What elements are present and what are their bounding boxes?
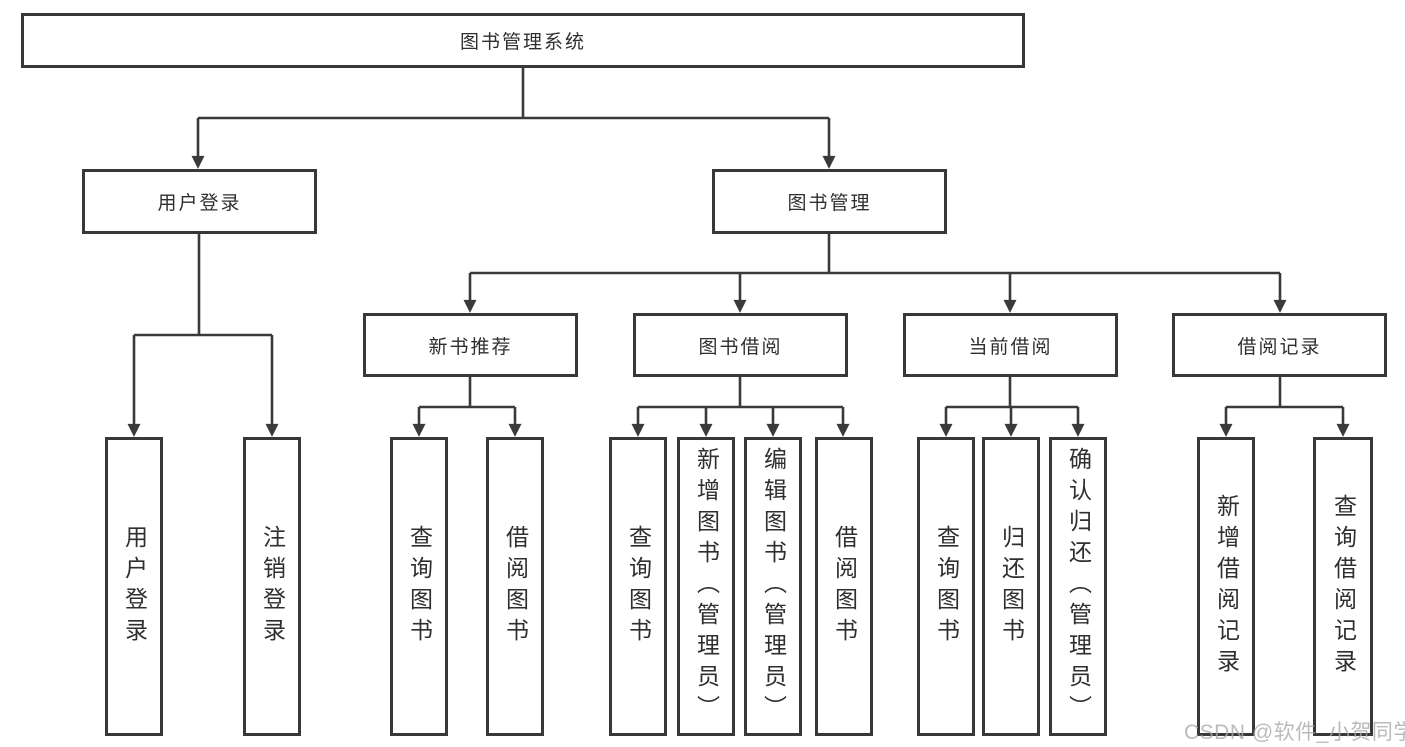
- leaf-record-add-borrow-record-label: 新增借阅记录: [1213, 493, 1240, 680]
- node-user-login: 用户登录: [82, 169, 317, 234]
- node-borrow-record: 借阅记录: [1172, 313, 1387, 377]
- node-book-borrow: 图书借阅: [633, 313, 848, 377]
- node-user-login-label: 用户登录: [157, 193, 242, 214]
- leaf-current-return-books-label: 归还图书: [998, 524, 1025, 649]
- node-new-book-recommend-label: 新书推荐: [428, 336, 513, 358]
- leaf-borrow-edit-books-admin-label: 编辑图书（管理员）: [760, 447, 787, 726]
- leaf-logout-label: 注销登录: [259, 524, 286, 649]
- leaf-logout: 注销登录: [243, 437, 301, 736]
- node-root-label: 图书管理系统: [459, 32, 586, 53]
- node-borrow-record-label: 借阅记录: [1237, 336, 1322, 358]
- leaf-borrow-add-books-admin: 新增图书（管理员）: [677, 437, 735, 736]
- node-book-management: 图书管理: [712, 169, 947, 234]
- node-root-system: 图书管理系统: [21, 13, 1025, 68]
- leaf-current-query-books: 查询图书: [917, 437, 975, 736]
- leaf-recommend-query-books-label: 查询图书: [406, 524, 433, 649]
- leaf-borrow-query-books: 查询图书: [609, 437, 667, 736]
- leaf-recommend-borrow-books: 借阅图书: [486, 437, 544, 736]
- node-current-borrow: 当前借阅: [903, 313, 1118, 377]
- leaf-current-confirm-return-admin: 确认归还（管理员）: [1049, 437, 1107, 736]
- leaf-borrow-query-books-label: 查询图书: [625, 524, 652, 649]
- leaf-borrow-borrow-books: 借阅图书: [815, 437, 873, 736]
- leaf-recommend-borrow-books-label: 借阅图书: [502, 524, 529, 649]
- leaf-record-query-borrow-record-label: 查询借阅记录: [1330, 493, 1357, 680]
- leaf-recommend-query-books: 查询图书: [390, 437, 448, 736]
- leaf-borrow-add-books-admin-label: 新增图书（管理员）: [693, 447, 720, 726]
- leaf-current-confirm-return-admin-label: 确认归还（管理员）: [1065, 447, 1092, 726]
- node-book-management-label: 图书管理: [787, 193, 872, 214]
- leaf-record-query-borrow-record: 查询借阅记录: [1313, 437, 1373, 736]
- leaf-user-login: 用户登录: [105, 437, 163, 736]
- leaf-borrow-edit-books-admin: 编辑图书（管理员）: [744, 437, 802, 736]
- leaf-current-return-books: 归还图书: [982, 437, 1040, 736]
- node-new-book-recommend: 新书推荐: [363, 313, 578, 377]
- leaf-record-add-borrow-record: 新增借阅记录: [1197, 437, 1255, 736]
- node-book-borrow-label: 图书借阅: [698, 336, 783, 358]
- csdn-watermark: CSDN @软件_小贺同学: [1184, 721, 1405, 744]
- leaf-borrow-borrow-books-label: 借阅图书: [831, 524, 858, 649]
- node-current-borrow-label: 当前借阅: [968, 336, 1053, 358]
- leaf-current-query-books-label: 查询图书: [933, 524, 960, 649]
- leaf-user-login-label: 用户登录: [121, 524, 148, 649]
